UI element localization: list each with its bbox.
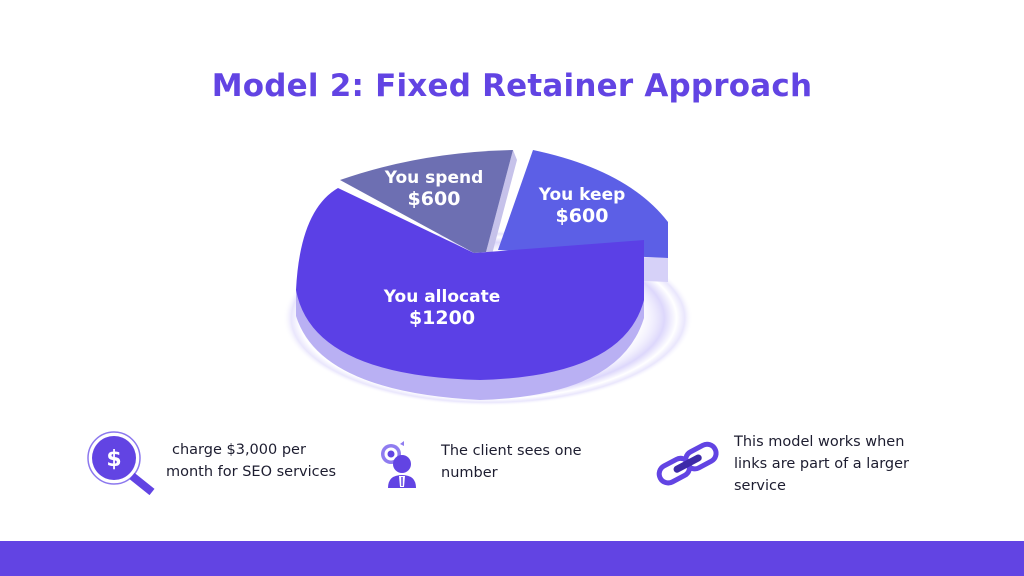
- slice-allocate-label: You allocate: [383, 287, 501, 307]
- footer-bar: [0, 541, 1024, 576]
- slice-spend-label: You spend: [384, 168, 484, 188]
- spend-slice: [340, 150, 513, 253]
- slice-keep-value: $600: [555, 205, 609, 227]
- client-target-icon: [381, 441, 416, 488]
- feature-3-line-1: This model works when: [734, 434, 905, 450]
- feature-seo-charge: $ charge $3,000 per month for SEO servic…: [86, 430, 336, 498]
- page-title: Model 2: Fixed Retainer Approach: [211, 68, 813, 104]
- svg-text:$: $: [106, 447, 121, 472]
- slice-spend-value: $600: [407, 188, 461, 210]
- feature-2-line-1: The client sees one: [441, 443, 582, 459]
- feature-links-service: This model works when links are part of …: [654, 431, 909, 497]
- allocate-slice: [296, 188, 644, 380]
- keep-slice: [498, 150, 668, 258]
- feature-3-line-3: service: [734, 478, 786, 494]
- feature-3-line-2: links are part of a larger: [734, 456, 909, 472]
- slice-label-keep: You keep $600: [522, 185, 642, 227]
- dollar-magnifier-icon: $: [87, 431, 155, 496]
- feature-1-line-1: charge $3,000 per: [172, 442, 306, 458]
- slice-allocate-value: $1200: [408, 307, 476, 329]
- slice-label-allocate: You allocate $1200: [358, 287, 526, 329]
- slice-keep-label: You keep: [538, 185, 626, 205]
- feature-1-line-2: month for SEO services: [166, 464, 337, 480]
- feature-client-sees: The client sees one number: [378, 440, 582, 490]
- feature-2-line-2: number: [441, 465, 498, 481]
- chain-link-icon: [656, 441, 719, 486]
- slice-label-spend: You spend $600: [366, 168, 502, 210]
- spend-slice-side: [486, 150, 517, 262]
